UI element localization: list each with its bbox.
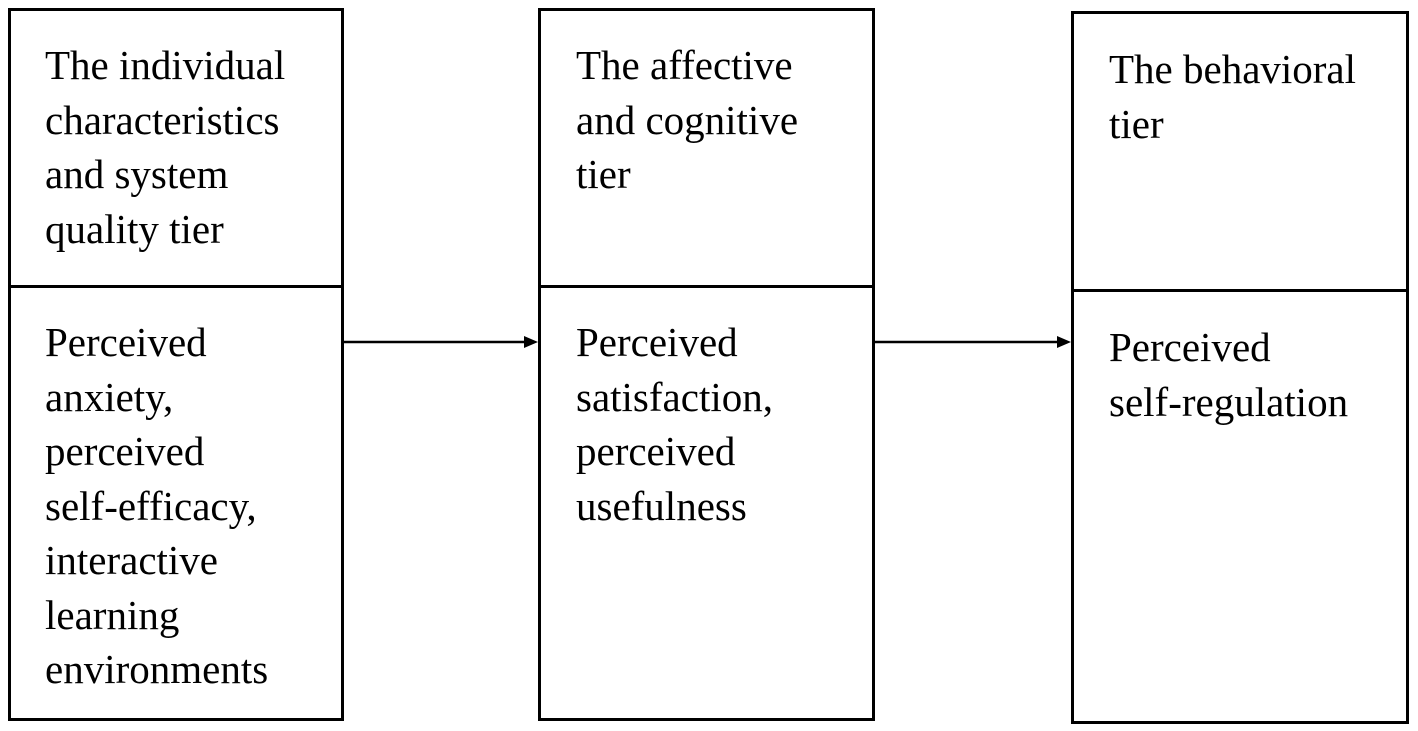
tier-title-individual-characteristics: The individual characteristics and syste… [45, 42, 286, 252]
tier-box-individual-characteristics: The individual characteristics and syste… [8, 8, 344, 721]
arrowhead-tier2-to-tier3 [1057, 336, 1071, 348]
tier-content-individual-characteristics: Perceived anxiety, perceived self-effica… [45, 319, 269, 692]
tier-content-behavioral: Perceived self-regulation [1109, 324, 1349, 425]
tier-header-individual-characteristics: The individual characteristics and syste… [11, 11, 341, 288]
tier-box-behavioral: The behavioral tier Perceived self-regul… [1071, 11, 1409, 724]
tier-box-affective-cognitive: The affective and cognitive tier Perceiv… [538, 8, 875, 721]
arrowhead-tier1-to-tier2 [524, 336, 538, 348]
tier-title-behavioral: The behavioral tier [1109, 46, 1357, 147]
tier-body-behavioral: Perceived self-regulation [1074, 292, 1406, 721]
tier-header-behavioral: The behavioral tier [1074, 14, 1406, 292]
arrow-tier1-to-tier2 [344, 336, 538, 348]
arrow-tier2-to-tier3 [875, 336, 1071, 348]
tier-title-affective-cognitive: The affective and cognitive tier [576, 42, 799, 197]
tier-header-affective-cognitive: The affective and cognitive tier [541, 11, 872, 288]
tier-content-affective-cognitive: Perceived satisfaction, perceived useful… [576, 319, 773, 529]
tier-body-individual-characteristics: Perceived anxiety, perceived self-effica… [11, 288, 341, 718]
tier-body-affective-cognitive: Perceived satisfaction, perceived useful… [541, 288, 872, 718]
